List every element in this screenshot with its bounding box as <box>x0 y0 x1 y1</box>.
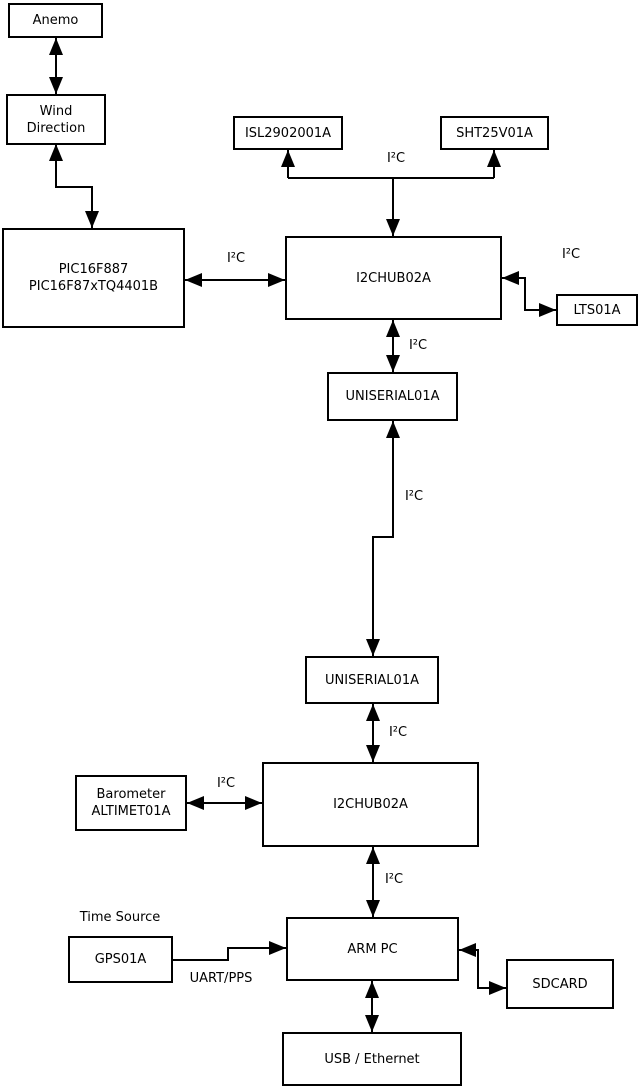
connector-uniserial1-uniserial2 <box>366 421 400 656</box>
node-barometer-label: ALTIMET01A <box>91 804 171 819</box>
node-arm-pc: ARM PC <box>286 917 459 981</box>
node-arm-pc-label: ARM PC <box>347 941 398 957</box>
connector-gps-armpc <box>173 941 286 961</box>
label-i2c-hub2-armpc: I²C <box>384 872 404 887</box>
connector-winddir-pic <box>49 144 99 228</box>
node-uniserial-2-label: UNISERIAL01A <box>325 672 419 688</box>
node-i2chub-1: I2CHUB02A <box>285 236 502 320</box>
node-anemo-label: Anemo <box>32 13 79 28</box>
node-gps-label: GPS01A <box>94 952 147 967</box>
label-i2c-pic-hub1: I²C <box>226 251 246 266</box>
label-i2c-uniserial2-hub2: I²C <box>388 725 408 740</box>
node-barometer-label: Barometer <box>96 787 166 802</box>
node-wind-direction-label: Wind <box>39 103 73 119</box>
label-i2c-hub1-lts: I²C <box>561 247 581 262</box>
node-usb-ethernet: USB / Ethernet <box>282 1032 462 1086</box>
node-sht-label: SHT25V01A <box>456 125 533 141</box>
node-sdcard: SDCARD <box>506 959 614 1009</box>
label-i2c-barometer-hub2: I²C <box>216 776 236 791</box>
connector-armpc-sdcard <box>459 943 506 995</box>
label-i2c-uniserial-link: I²C <box>404 489 424 504</box>
node-sdcard-label: SDCARD <box>532 976 588 992</box>
node-lts: LTS01A <box>556 294 638 326</box>
node-sht: SHT25V01A <box>440 116 549 150</box>
node-i2chub-1-label: I2CHUB02A <box>356 270 431 286</box>
node-uniserial-1-label: UNISERIAL01A <box>345 389 440 404</box>
node-usb-ethernet-label: USB / Ethernet <box>324 1051 420 1067</box>
node-anemo: Anemo <box>8 3 103 38</box>
node-uniserial-2: UNISERIAL01A <box>305 656 439 704</box>
label-i2c-hub1-uniserial1: I²C <box>408 338 428 353</box>
node-i2chub-2-label: I2CHUB02A <box>333 797 408 812</box>
label-time-source: Time Source <box>79 910 161 925</box>
node-pic-label: PIC16F87xTQ4401B <box>28 279 159 294</box>
node-uniserial-1: UNISERIAL01A <box>327 372 458 421</box>
connector-hub1-lts <box>502 271 556 317</box>
label-i2c-isl-sht: I²C <box>386 151 406 166</box>
node-wind-direction-label: Direction <box>26 120 86 136</box>
node-isl-label: ISL2902001A <box>244 125 332 141</box>
node-gps: GPS01A <box>68 936 173 983</box>
label-uart-pps: UART/PPS <box>189 971 253 986</box>
node-lts-label: LTS01A <box>573 302 621 318</box>
node-i2chub-2: I2CHUB02A <box>262 762 479 847</box>
node-pic-label: PIC16F887 <box>58 262 129 277</box>
node-isl: ISL2902001A <box>233 116 343 150</box>
